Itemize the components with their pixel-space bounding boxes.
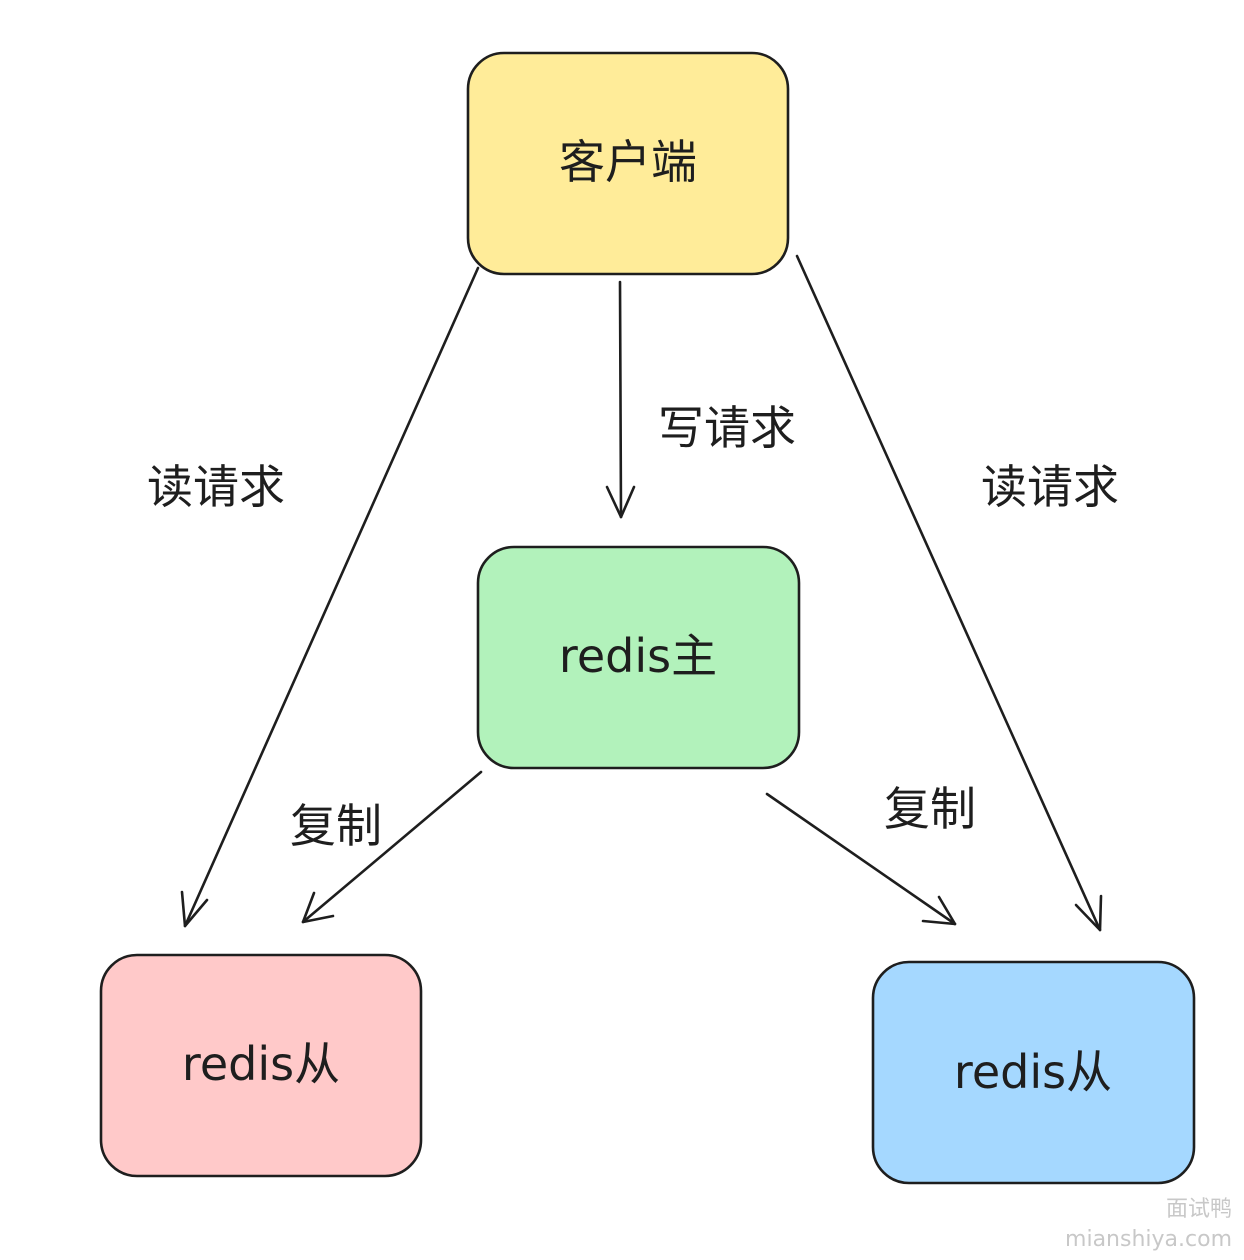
read-request-left-arrow: [180, 266, 480, 928]
master-label: redis主: [559, 629, 717, 683]
slave-right-box: [871, 960, 1196, 1185]
write-request-label: 写请求: [658, 401, 796, 455]
read-request-left-label: 读请求: [147, 460, 285, 514]
client-label: 客户端: [559, 135, 697, 189]
slave-left-label: redis从: [182, 1037, 340, 1091]
copy-right-arrow: [765, 792, 957, 926]
client-box: [466, 51, 790, 276]
copy-right-label: 复制: [884, 782, 976, 836]
copy-left-label: 复制: [290, 799, 382, 853]
watermark-url: mianshiya.com: [1065, 1227, 1232, 1252]
watermark: 面试鸭 mianshiya.com: [1065, 1197, 1232, 1252]
copy-left-arrow: [301, 770, 483, 924]
slave-right-label: redis从: [954, 1045, 1112, 1099]
slave-right-node: redis从: [871, 960, 1196, 1185]
slave-left-node: redis从: [99, 953, 423, 1178]
slave-left-box: [99, 953, 423, 1178]
watermark-brand: 面试鸭: [1166, 1197, 1232, 1222]
read-request-right-label: 读请求: [981, 460, 1119, 514]
read-request-right-arrow: [795, 254, 1103, 932]
client-node: 客户端: [466, 51, 790, 276]
master-node: redis主: [476, 545, 801, 770]
write-request-arrow: [605, 280, 636, 519]
master-box: [476, 545, 801, 770]
